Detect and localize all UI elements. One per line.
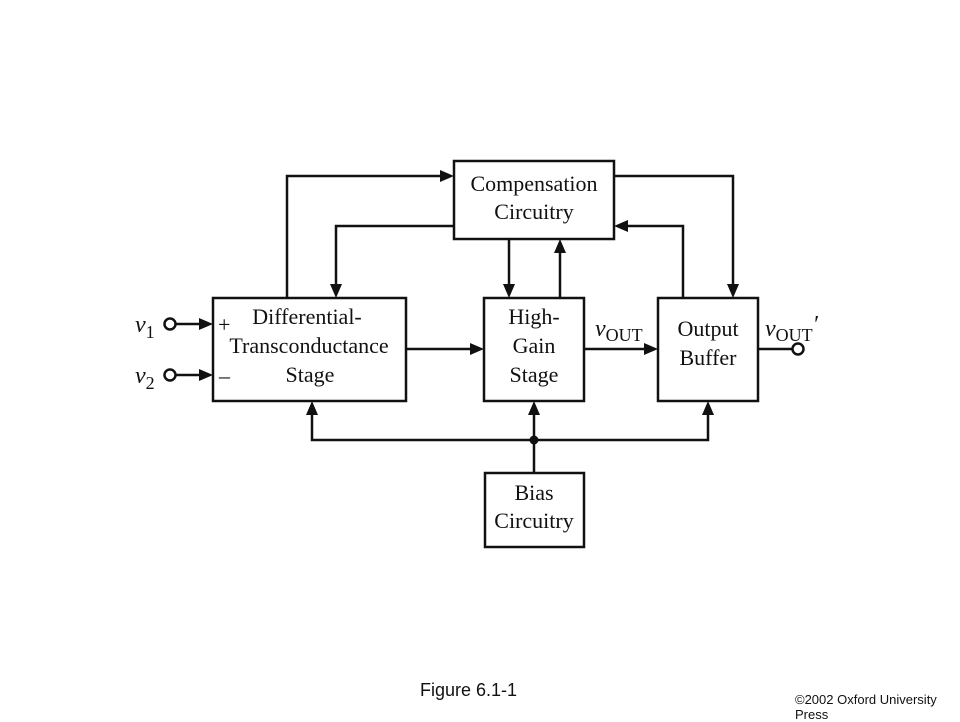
buffer-to-compensation-wire bbox=[624, 224, 685, 298]
copyright-notice: ©2002 Oxford University Press bbox=[795, 692, 937, 722]
arrow-head bbox=[503, 284, 515, 298]
diff-to-compensation-wire bbox=[285, 174, 444, 298]
arrow-head bbox=[470, 343, 484, 355]
gain-stage-label-line3: Stage bbox=[510, 362, 559, 387]
compensation-block: Compensation Circuitry bbox=[452, 159, 616, 241]
arrow-head bbox=[528, 401, 540, 415]
diff-stage-block: Differential- Transconductance Stage bbox=[211, 296, 408, 403]
vout-label: vOUT bbox=[595, 316, 643, 345]
diff-stage-label-line3: Stage bbox=[286, 362, 335, 387]
gain-stage-label-line2: Gain bbox=[513, 333, 556, 358]
v2-label: v2 bbox=[135, 363, 155, 393]
arrow-head bbox=[330, 284, 342, 298]
compensation-to-diff-wire bbox=[334, 224, 454, 288]
gain-stage-label-line1: High- bbox=[508, 304, 559, 329]
plus-sign: + bbox=[218, 312, 230, 337]
arrow-head bbox=[199, 318, 213, 330]
bias-label-line2: Circuitry bbox=[494, 508, 573, 533]
compensation-label-line1: Compensation bbox=[470, 171, 597, 196]
compensation-label-line2: Circuitry bbox=[494, 199, 573, 224]
v1-terminal bbox=[163, 317, 177, 331]
figure-caption: Figure 6.1-1 bbox=[420, 680, 518, 700]
v2-terminal bbox=[163, 368, 177, 382]
v1-label: v1 bbox=[135, 312, 155, 342]
diff-stage-label-line1: Differential- bbox=[252, 304, 362, 329]
vout-prime-terminal bbox=[791, 342, 805, 356]
bias-block: Bias Circuitry bbox=[483, 471, 586, 549]
arrow-head bbox=[644, 343, 658, 355]
arrow-head bbox=[727, 284, 739, 298]
compensation-to-buffer-wire bbox=[614, 174, 735, 288]
arrow-head bbox=[306, 401, 318, 415]
vout-prime-label: vOUT′ bbox=[765, 312, 819, 345]
arrow-head bbox=[702, 401, 714, 415]
output-buffer-label-line2: Buffer bbox=[679, 345, 737, 370]
diff-stage-label-line2: Transconductance bbox=[229, 333, 388, 358]
bias-junction-dot bbox=[529, 435, 539, 445]
bias-label-line1: Bias bbox=[514, 480, 553, 505]
output-buffer-block: Output Buffer bbox=[656, 296, 760, 403]
gain-stage-block: High- Gain Stage bbox=[482, 296, 586, 403]
arrow-head bbox=[440, 170, 454, 182]
output-buffer-label-line1: Output bbox=[677, 316, 738, 341]
arrow-head bbox=[614, 220, 628, 232]
bias-bus-wire bbox=[310, 411, 710, 442]
arrow-head bbox=[199, 369, 213, 381]
arrow-head bbox=[554, 239, 566, 253]
minus-sign: – bbox=[218, 363, 231, 388]
